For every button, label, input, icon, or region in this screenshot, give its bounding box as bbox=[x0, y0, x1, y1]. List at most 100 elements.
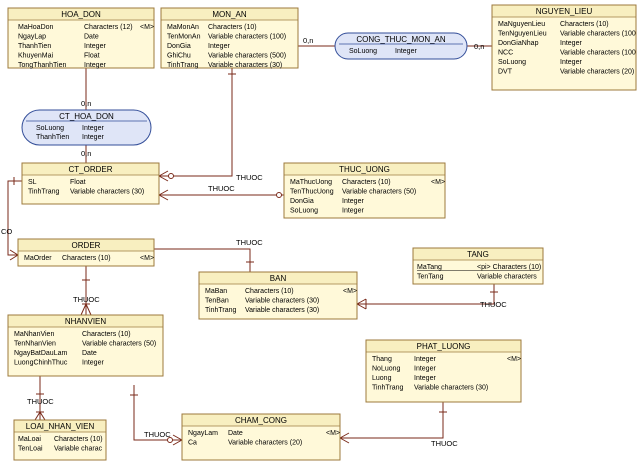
relationship-label: THUOC bbox=[236, 238, 263, 247]
attribute-name: NgayLap bbox=[18, 34, 46, 41]
attribute-name: SoLuong bbox=[498, 59, 526, 66]
attribute-name: MaTang bbox=[417, 264, 442, 271]
attribute-type: Variable characters (30) bbox=[414, 385, 488, 392]
line-ctorder-order bbox=[7, 180, 22, 256]
crowsfoot-icon bbox=[34, 411, 46, 421]
attribute-name: DonGia bbox=[290, 198, 314, 205]
entity-header bbox=[8, 8, 154, 20]
attribute-name: SoLuong bbox=[36, 125, 64, 132]
attribute-name: SoLuong bbox=[349, 48, 377, 55]
entity-header bbox=[366, 340, 521, 352]
attribute-type: Integer bbox=[560, 59, 582, 66]
attribute-type: Characters (10) bbox=[208, 24, 257, 31]
attribute-key: <M> bbox=[140, 255, 154, 262]
attribute-type: Integer bbox=[414, 356, 436, 363]
optional-circle-icon bbox=[167, 437, 173, 443]
entity-header bbox=[199, 272, 357, 284]
cardinality-label: 0,n bbox=[303, 36, 313, 45]
association-title: CT_HOA_DON bbox=[59, 112, 114, 121]
attribute-name: MaNguyenLieu bbox=[498, 21, 545, 28]
attribute-type: Integer bbox=[342, 198, 364, 205]
entity-header bbox=[413, 248, 543, 260]
attribute-type: Characters (10) bbox=[62, 255, 111, 262]
attribute-type: Float bbox=[70, 179, 86, 186]
entity-title: TANG bbox=[467, 250, 489, 259]
attribute-name: MaMonAn bbox=[167, 24, 199, 31]
line-ban-tang bbox=[357, 284, 495, 305]
crowsfoot-icon bbox=[158, 170, 169, 182]
attribute-type: Characters (10) bbox=[82, 331, 131, 338]
relationship-label: THUOC bbox=[144, 430, 171, 439]
relationship-label: THUOC bbox=[236, 173, 263, 182]
attribute-type: Characters (10) bbox=[560, 21, 609, 28]
crowsfoot-icon bbox=[356, 298, 367, 310]
entity-title: THUC_UONG bbox=[339, 165, 390, 174]
attribute-type: Integer bbox=[82, 360, 104, 367]
attribute-key: <M> bbox=[326, 430, 340, 437]
attribute-name: Thang bbox=[372, 356, 392, 363]
attribute-type: Integer bbox=[395, 48, 417, 55]
attribute-name: DVT bbox=[498, 69, 513, 76]
entity-nguyen-lieu[interactable]: NGUYEN_LIEU MaNguyenLieu Characters (10) Te… bbox=[491, 4, 637, 91]
entity-title: PHAT_LUONG bbox=[417, 342, 471, 351]
attribute-name: TinhTrang bbox=[167, 62, 198, 69]
attribute-name: MaThucUong bbox=[290, 179, 332, 186]
attribute-type: Variable characters (30) bbox=[245, 307, 319, 314]
attribute-name: TenNguyenLieu bbox=[498, 31, 547, 38]
attribute-type: Variable charac bbox=[54, 446, 103, 453]
entity-header bbox=[161, 8, 298, 20]
attribute-name: TinhTrang bbox=[28, 189, 59, 196]
attribute-type: Variable characters (20) bbox=[228, 440, 302, 447]
attribute-type: Variable characters (50) bbox=[82, 341, 156, 348]
attribute-name: TenBan bbox=[205, 298, 229, 305]
attribute-type: Variable characters (30) bbox=[245, 298, 319, 305]
attribute-type: Variable characters (100) bbox=[208, 34, 286, 41]
crowsfoot-icon bbox=[80, 303, 92, 316]
attribute-name: TenLoai bbox=[18, 446, 43, 453]
line-nhanvien-chamcong bbox=[133, 385, 182, 441]
attribute-type: Characters (10) bbox=[54, 436, 103, 443]
attribute-name: TinhTrang bbox=[372, 385, 403, 392]
attribute-key: <M> bbox=[140, 24, 154, 31]
attribute-type: Integer bbox=[560, 40, 582, 47]
attribute-name: MaLoai bbox=[18, 436, 41, 443]
entity-title: NGUYEN_LIEU bbox=[536, 7, 593, 16]
attribute-key: <M> bbox=[343, 288, 357, 295]
attribute-type: Variable characters bbox=[477, 274, 537, 281]
attribute-name: TongThanhTien bbox=[18, 62, 66, 69]
entity-title: HOA_DON bbox=[61, 10, 101, 19]
attribute-name: TenThucUong bbox=[290, 189, 334, 196]
attribute-type: Variable characters (20) bbox=[560, 69, 634, 76]
attribute-name: TinhTrang bbox=[205, 307, 236, 314]
relationship-label: THUOC bbox=[431, 439, 458, 448]
attribute-name: SoLuong bbox=[290, 208, 318, 215]
attribute-type: Date bbox=[84, 34, 99, 41]
attribute-type: Variable characters (100 bbox=[560, 31, 636, 38]
crowsfoot-icon bbox=[158, 189, 169, 201]
relationship-lines bbox=[7, 45, 495, 441]
crowsfoot-icon bbox=[172, 434, 183, 446]
attribute-name: MaHoaDon bbox=[18, 24, 54, 31]
line-monan-ctorder bbox=[159, 68, 233, 177]
entity-header bbox=[22, 163, 159, 175]
attribute-name: MaOrder bbox=[24, 255, 52, 262]
attribute-name: NoLuong bbox=[372, 366, 401, 373]
attribute-type: Integer bbox=[414, 366, 436, 373]
attribute-name: SL bbox=[28, 179, 37, 186]
attribute-type: Integer bbox=[84, 62, 106, 69]
